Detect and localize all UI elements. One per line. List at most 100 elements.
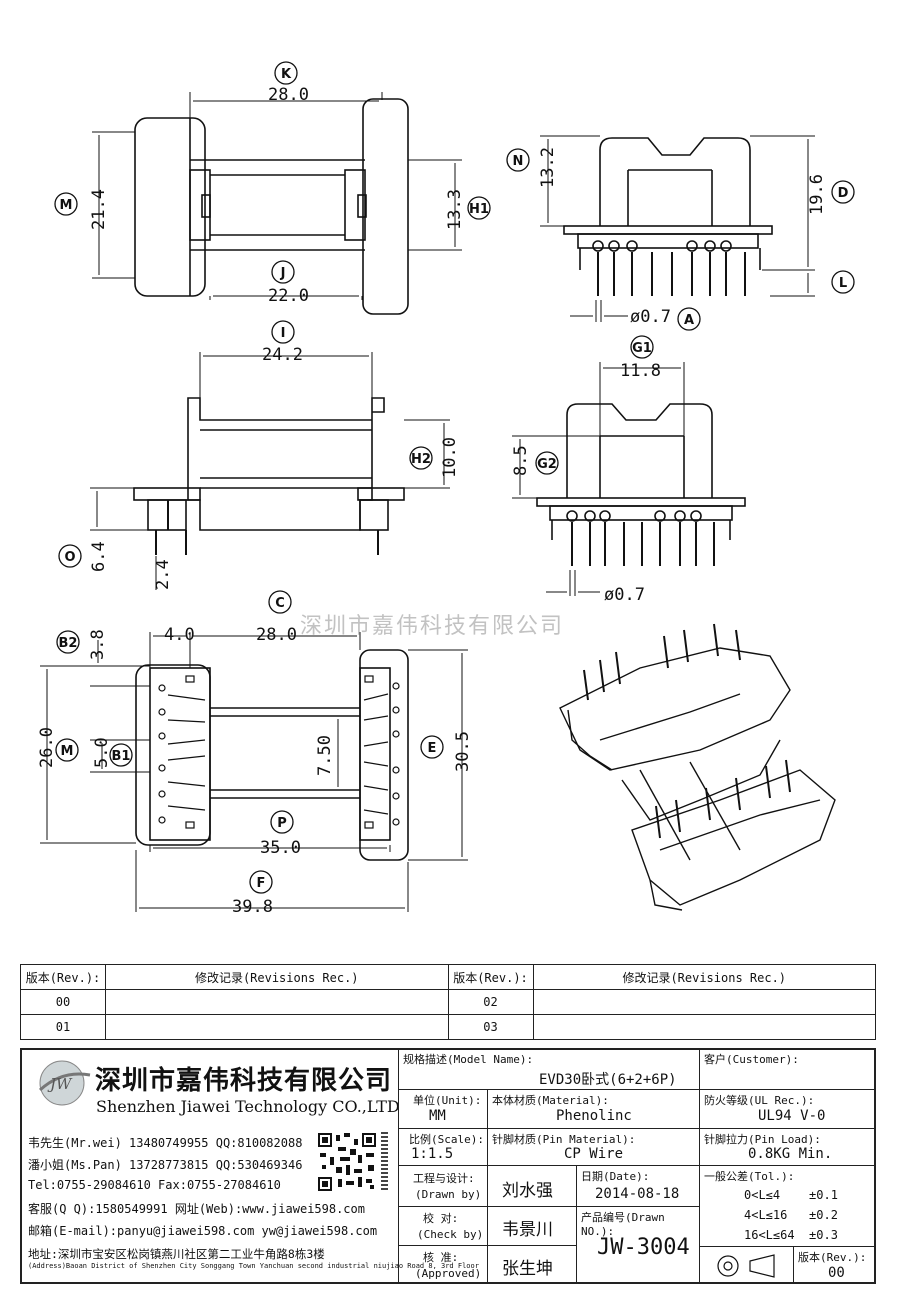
dim-p: 35.0: [260, 838, 301, 858]
unit-key: 单位(Unit):: [413, 1094, 482, 1107]
label-o: O: [64, 550, 75, 565]
drawn-by-key: 工程与设计:: [413, 1172, 475, 1185]
rec-header: 修改记录(Revisions Rec.): [105, 964, 449, 990]
date-cell: 日期(Date): 2014-08-18: [576, 1165, 700, 1207]
label-g1: G1: [632, 341, 652, 356]
check-by-key-en: (Check by): [417, 1228, 484, 1241]
contact-line: Tel:0755-29084610 Fax:0755-27084610: [28, 1178, 281, 1192]
label-m: M: [60, 198, 73, 213]
pin-load-cell: 针脚拉力(Pin Load): 0.8KG Min.: [699, 1128, 876, 1166]
dim-h1: 13.3: [445, 189, 465, 230]
label-i: I: [281, 326, 286, 341]
tolerance-row: 16<L≤64 ±0.3: [744, 1228, 838, 1242]
rec-header-2: 修改记录(Revisions Rec.): [532, 964, 876, 990]
approved-key: 核 准:: [423, 1251, 459, 1264]
model-cell: 规格描述(Model Name): EVD30卧式(6+2+6P): [398, 1048, 700, 1090]
contact-line: 韦先生(Mr.wei) 13480749955 QQ:810082088: [28, 1136, 303, 1150]
rev-cell: 版本(Rev.): 00: [793, 1246, 876, 1284]
projection-symbol-icon: [717, 1254, 775, 1278]
address: 地址:深圳市宝安区松岗镇燕川社区第二工业牛角路8栋3楼: [28, 1247, 325, 1261]
dim-g1: 11.8: [620, 361, 661, 381]
tolerance-key: 一般公差(Tol.):: [704, 1170, 795, 1183]
check-by-value: 韦景川: [502, 1220, 553, 1240]
label-b2: B2: [59, 636, 78, 651]
rec-cell: [105, 989, 449, 1015]
rev-cell: 02: [447, 989, 534, 1015]
label-k: K: [281, 67, 292, 82]
drawn-by-value: 刘水强: [502, 1181, 553, 1201]
label-h1: H1: [469, 202, 489, 217]
check-by-key: 校 对:: [423, 1212, 459, 1225]
pin-material-value: CP Wire: [564, 1146, 624, 1162]
label-g2: G2: [537, 457, 557, 472]
rev-value: 00: [828, 1265, 845, 1281]
tolerance-cell: 一般公差(Tol.): 0<L≤4 ±0.1 4<L≤16 ±0.2 16<L≤…: [699, 1165, 876, 1247]
pin-load-value: 0.8KG Min.: [748, 1146, 833, 1162]
rec-cell: [532, 989, 876, 1015]
rec-cell: [105, 1014, 449, 1040]
drawn-no-value: JW-3004: [597, 1235, 690, 1260]
address-en: (Address)Baoan District of Shenzhen City…: [28, 1262, 479, 1270]
company-name-cn: 深圳市嘉伟科技有限公司: [95, 1066, 393, 1096]
ul-cell: 防火等级(UL Rec.): UL94 V-0: [699, 1089, 876, 1129]
material-cell: 本体材质(Material): Phenolinc: [487, 1089, 700, 1129]
dim-e: 30.5: [453, 731, 473, 772]
date-value: 2014-08-18: [595, 1186, 680, 1202]
approved-key-en: (Approved): [415, 1267, 482, 1280]
scale-key: 比例(Scale):: [409, 1133, 484, 1146]
dim-o: 6.4: [89, 541, 109, 572]
dim-4-0: 4.0: [164, 625, 195, 645]
dim-f: 39.8: [232, 897, 273, 917]
approved-cell: 张生坤: [487, 1245, 577, 1284]
qr-code-icon: [316, 1131, 378, 1193]
revision-row: 01 03: [20, 1014, 876, 1040]
revision-row: 00 02: [20, 989, 876, 1015]
dim-c: 28.0: [256, 625, 297, 645]
check-by-cell: 韦景川: [487, 1206, 577, 1246]
label-a: A: [684, 313, 694, 328]
model-value: EVD30卧式(6+2+6P): [539, 1072, 677, 1088]
drawn-no-key: 产品编号(Drawn NO.):: [581, 1211, 665, 1238]
drawn-by-key-cell: 工程与设计: (Drawn by): [398, 1165, 488, 1207]
rev-header: 版本(Rev.):: [20, 964, 106, 990]
model-key: 规格描述(Model Name):: [403, 1053, 534, 1066]
ul-key: 防火等级(UL Rec.):: [704, 1094, 815, 1107]
material-key: 本体材质(Material):: [492, 1094, 609, 1107]
customer-cell: 客户(Customer):: [699, 1048, 876, 1090]
pin-load-key: 针脚拉力(Pin Load):: [704, 1133, 821, 1146]
scale-cell: 比例(Scale): 1:1.5: [398, 1128, 488, 1166]
dim-b1: 5.0: [92, 737, 112, 768]
rev-cell: 00: [20, 989, 106, 1015]
ul-value: UL94 V-0: [758, 1108, 826, 1124]
scale-value: 1:1.5: [411, 1146, 454, 1162]
drawn-no-cell: 产品编号(Drawn NO.): JW-3004: [576, 1206, 700, 1284]
tolerance-row: 0<L≤4 ±0.1: [744, 1188, 838, 1202]
label-c: C: [275, 596, 285, 611]
drawn-by-key-en: (Drawn by): [415, 1188, 482, 1201]
rev-cell: 03: [447, 1014, 534, 1040]
approved-value: 张生坤: [502, 1259, 553, 1279]
revision-header-row: 版本(Rev.): 修改记录(Revisions Rec.) 版本(Rev.):…: [20, 964, 876, 990]
rec-cell: [532, 1014, 876, 1040]
unit-value: MM: [429, 1108, 446, 1124]
rev-key: 版本(Rev.):: [798, 1251, 867, 1264]
date-key: 日期(Date):: [581, 1170, 650, 1183]
rev-cell: 01: [20, 1014, 106, 1040]
drawn-by-cell: 刘水强: [487, 1165, 577, 1207]
label-p: P: [277, 816, 287, 831]
dim-k: 28.0: [268, 85, 309, 105]
dim-i: 24.2: [262, 345, 303, 365]
dim-g2: 8.5: [511, 445, 531, 476]
dim-m2: 26.0: [37, 727, 57, 768]
label-b1: B1: [112, 749, 131, 764]
label-j: J: [280, 266, 286, 281]
label-m2: M: [61, 744, 74, 759]
label-l: L: [839, 276, 847, 291]
label-h2: H2: [411, 452, 431, 467]
approved-key-cell: 核 准: (Approved): [398, 1245, 488, 1284]
revision-table: 版本(Rev.): 修改记录(Revisions Rec.) 版本(Rev.):…: [20, 964, 876, 1040]
label-f: F: [257, 876, 266, 891]
material-value: Phenolinc: [556, 1108, 632, 1124]
dim-d: 19.6: [807, 174, 827, 215]
company-name-en: Shenzhen Jiawei Technology CO.,LTD: [96, 1097, 400, 1116]
